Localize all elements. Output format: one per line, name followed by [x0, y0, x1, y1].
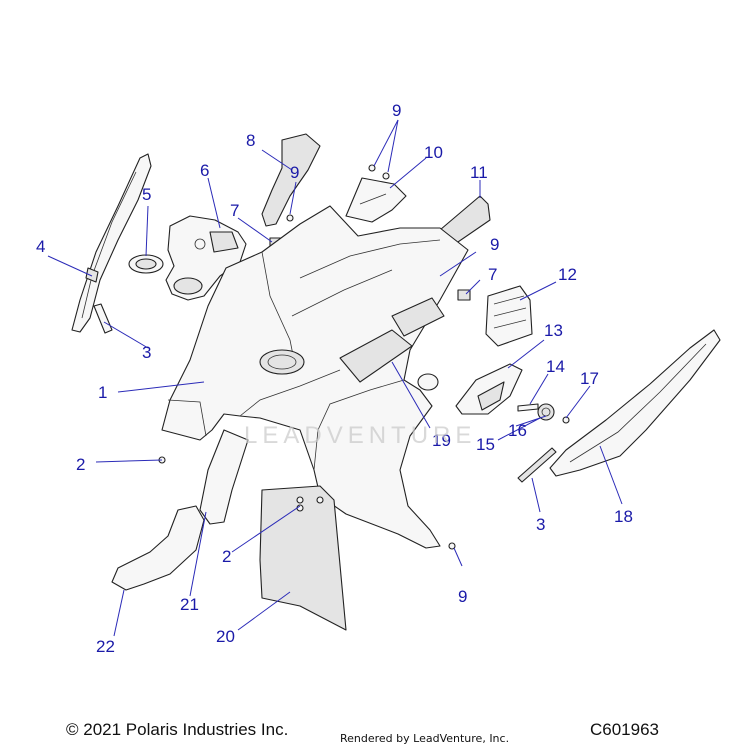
callout-21: 21 [180, 595, 199, 614]
callout-4: 4 [36, 237, 45, 256]
part-3-rod-right [517, 447, 557, 483]
part-8-trim [261, 133, 321, 227]
part-20-lower-panel [259, 485, 347, 631]
callout-18: 18 [614, 507, 633, 526]
leader-lines [47, 119, 623, 637]
part-6-bracket [165, 215, 247, 301]
part-1-main-console [161, 205, 469, 549]
callout-9: 9 [490, 235, 499, 254]
diagram-code: C601963 [590, 720, 660, 739]
callout-2: 2 [76, 455, 85, 474]
callout-22: 22 [96, 637, 115, 656]
callout-14: 14 [546, 357, 565, 376]
part-14-rod [517, 403, 539, 412]
callout-11: 11 [470, 163, 488, 182]
callout-19: 19 [432, 431, 451, 450]
callout-20: 20 [216, 627, 235, 646]
callout-10: 10 [424, 143, 443, 162]
callout-7: 7 [230, 201, 239, 220]
callout-6: 6 [200, 161, 209, 180]
part-5-grommet [128, 254, 164, 274]
callout-9: 9 [392, 101, 401, 120]
watermark-text: LEADVENTURE [244, 422, 477, 449]
part-3-rod-left [93, 303, 113, 334]
rendered-by-text: Rendered by LeadVenture, Inc. [340, 732, 510, 745]
part-10-bracket [345, 177, 407, 223]
callout-12: 12 [558, 265, 577, 284]
callout-8: 8 [246, 131, 255, 150]
callout-2: 2 [222, 547, 231, 566]
part-17-screw [562, 416, 570, 424]
part-21-lower-strip [199, 429, 249, 525]
part-22-lower-trim [111, 505, 205, 591]
callouts: 1 2 2 3 3 4 5 6 7 7 8 9 9 9 9 10 11 12 1… [36, 101, 633, 656]
part-4-trim-strip [71, 153, 152, 333]
callout-3: 3 [142, 343, 151, 362]
callout-3: 3 [536, 515, 545, 534]
part-13-housing [455, 363, 523, 415]
callout-16: 16 [508, 421, 527, 440]
part-18-side-panel [549, 329, 721, 477]
callout-13: 13 [544, 321, 563, 340]
callout-9: 9 [290, 163, 299, 182]
callout-9: 9 [458, 587, 467, 606]
callout-1: 1 [98, 383, 107, 402]
copyright-text: © 2021 Polaris Industries Inc. [66, 720, 289, 739]
callout-7: 7 [488, 265, 497, 284]
callout-17: 17 [580, 369, 599, 388]
callout-15: 15 [476, 435, 495, 454]
part-12-vent [485, 285, 533, 347]
callout-5: 5 [142, 185, 151, 204]
